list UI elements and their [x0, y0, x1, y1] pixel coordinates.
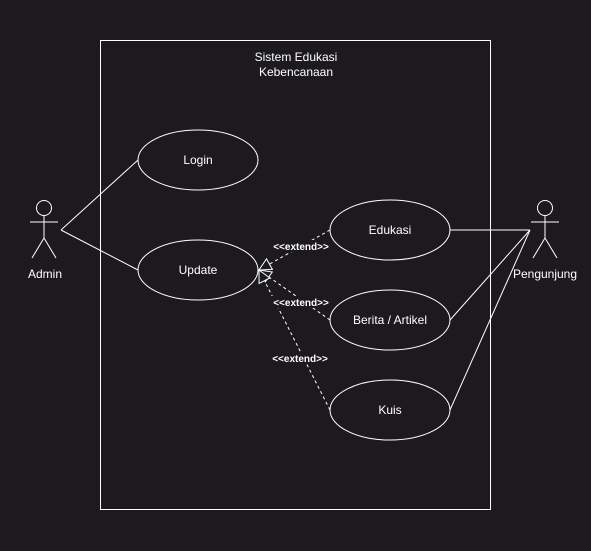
- use-case-berita-label: Berita / Artikel: [353, 313, 427, 327]
- extend-kuis-update: [259, 270, 331, 411]
- association-admin-update: [60, 229, 139, 271]
- association-admin-login: [60, 159, 139, 231]
- actor-visitor[interactable]: Pengunjung: [513, 200, 577, 282]
- use-case-update-label: Update: [179, 263, 218, 277]
- actor-visitor-label: Pengunjung: [513, 267, 577, 281]
- extend-edukasi-update: [259, 229, 331, 270]
- use-case-berita[interactable]: Berita / Artikel: [329, 289, 451, 351]
- extend-label-2: <<extend>>: [273, 298, 329, 309]
- extend-berita-update: [259, 270, 331, 321]
- extend-label-bg-2: [271, 296, 331, 308]
- extend-label-bg-3: [269, 352, 331, 364]
- stick-figure-icon: [531, 200, 559, 259]
- use-case-login[interactable]: Login: [137, 129, 259, 191]
- extend-label-bg-1: [271, 240, 331, 252]
- extend-label-1: <<extend>>: [273, 242, 329, 253]
- association-visitor-berita: [449, 229, 531, 321]
- actor-admin-label: Admin: [28, 267, 62, 281]
- actor-admin[interactable]: Admin: [28, 200, 62, 282]
- use-case-kuis[interactable]: Kuis: [329, 379, 451, 441]
- extend-label-3: <<extend>>: [272, 354, 328, 365]
- use-case-login-label: Login: [183, 153, 212, 167]
- use-case-kuis-label: Kuis: [378, 403, 401, 417]
- use-case-edukasi[interactable]: Edukasi: [329, 199, 451, 261]
- system-title-line1: Sistem Edukasi: [255, 50, 338, 64]
- system-title-line2: Kebencanaan: [259, 65, 333, 79]
- use-case-update[interactable]: Update: [137, 239, 259, 301]
- stick-figure-icon: [30, 200, 58, 259]
- use-case-edukasi-label: Edukasi: [369, 223, 412, 237]
- association-visitor-kuis: [449, 229, 531, 411]
